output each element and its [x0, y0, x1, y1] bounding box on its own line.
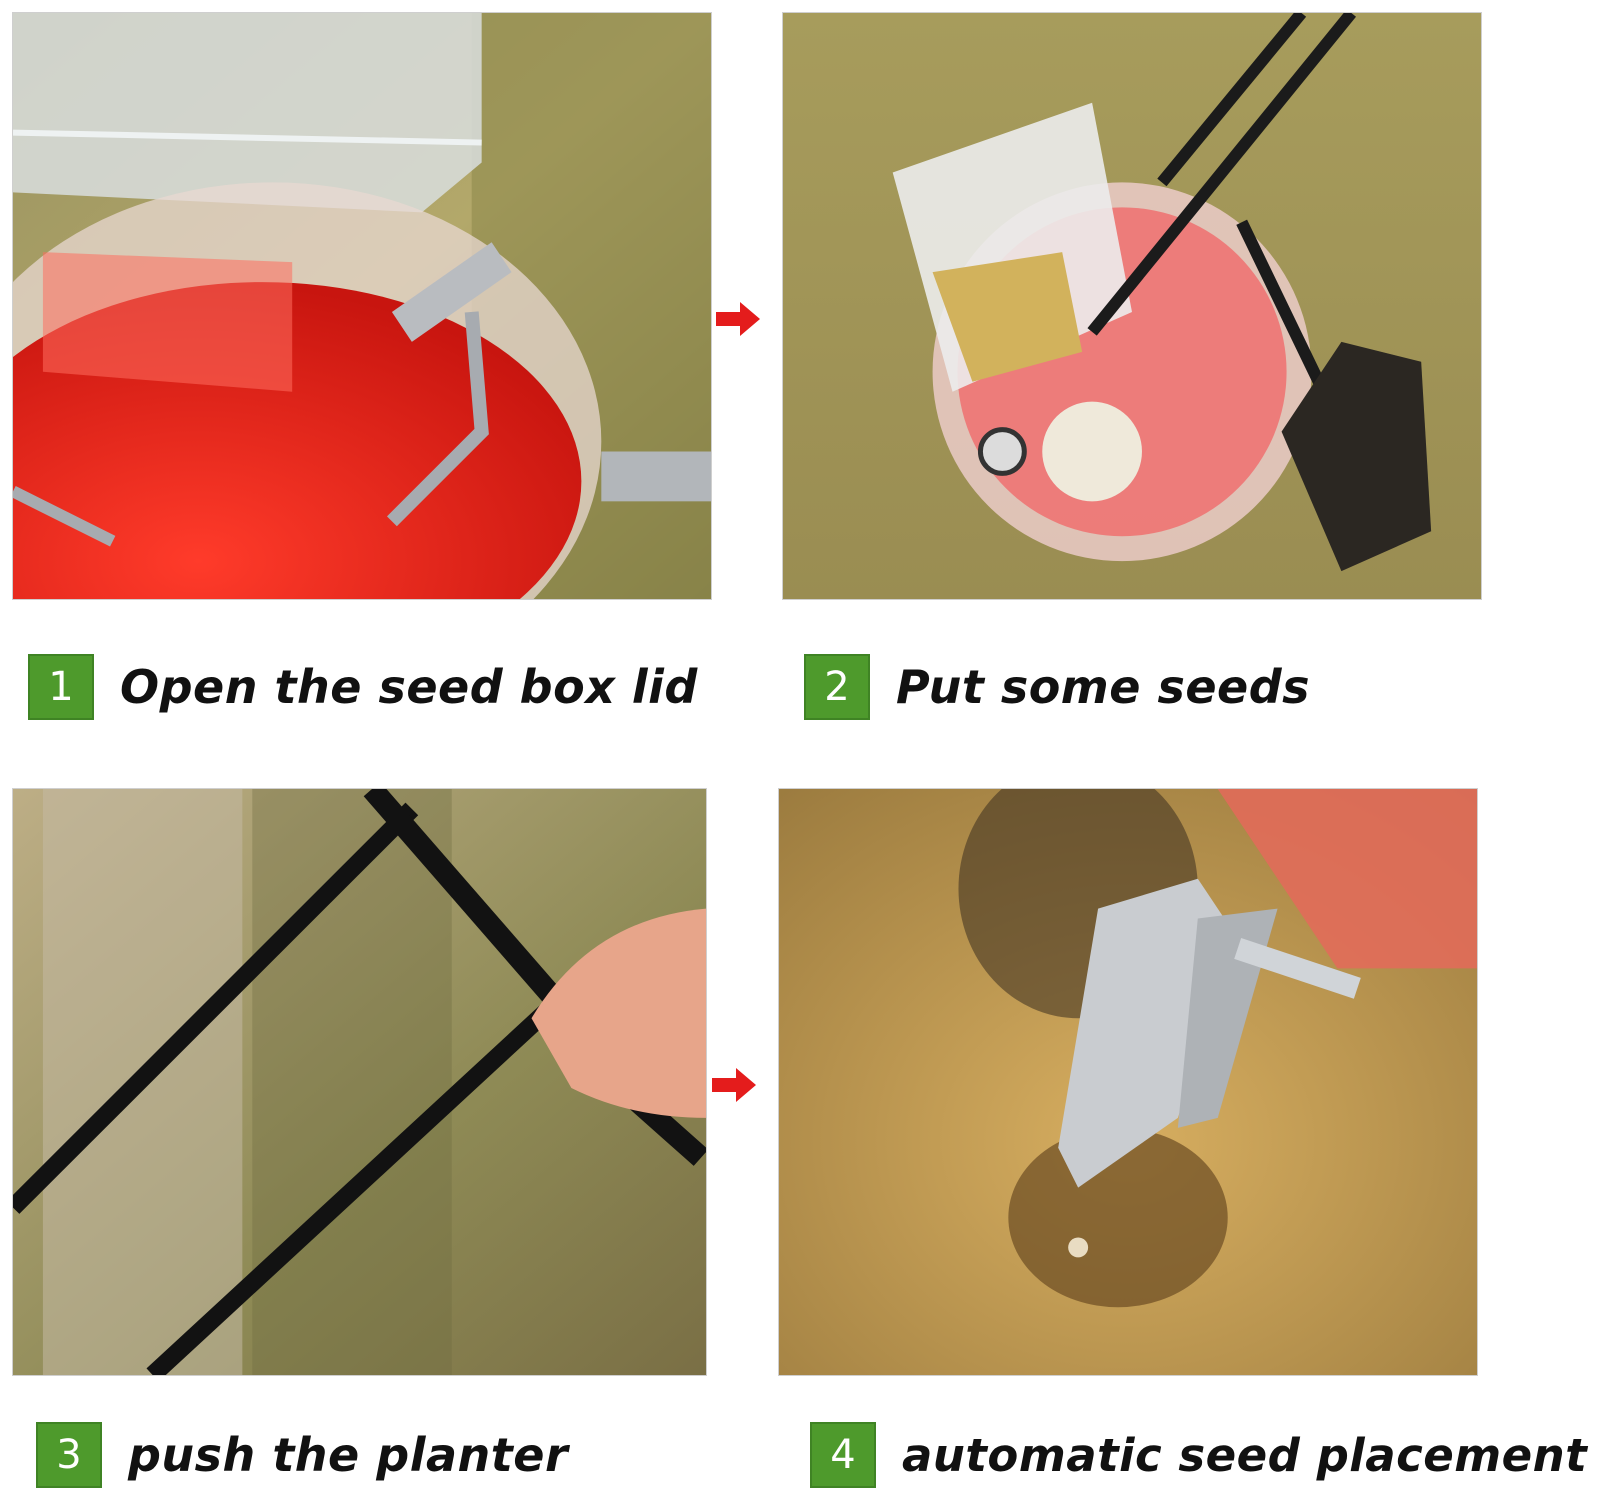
step-4-label: automatic seed placement	[902, 1428, 1588, 1482]
photo-automatic-seed-placement	[778, 788, 1478, 1376]
photo-2-illustration	[783, 13, 1481, 599]
step-3-badge: 3	[36, 1422, 102, 1488]
step-1-label: Open the seed box lid	[120, 660, 698, 714]
step-4-caption: 4 automatic seed placement	[810, 1420, 1587, 1490]
right-arrow-icon	[716, 302, 760, 336]
right-arrow-icon-shape	[712, 1068, 756, 1102]
photo-3-illustration	[13, 789, 706, 1375]
photo-push-the-planter	[12, 788, 707, 1376]
photo-4-illustration	[779, 789, 1477, 1375]
step-2-badge: 2	[804, 654, 870, 720]
right-arrow-icon	[712, 1068, 756, 1102]
photo-1-illustration	[13, 13, 711, 599]
photo-open-seed-box-lid	[12, 12, 712, 600]
step-2-label: Put some seeds	[896, 660, 1311, 714]
step-4-badge: 4	[810, 1422, 876, 1488]
step-2-caption: 2 Put some seeds	[804, 652, 1310, 722]
step-3-caption: 3 push the planter	[36, 1420, 568, 1490]
right-arrow-icon-shape	[716, 302, 760, 336]
step-1-caption: 1 Open the seed box lid	[28, 652, 698, 722]
step-3-label: push the planter	[128, 1428, 569, 1482]
step-1-badge: 1	[28, 654, 94, 720]
photo-put-some-seeds	[782, 12, 1482, 600]
